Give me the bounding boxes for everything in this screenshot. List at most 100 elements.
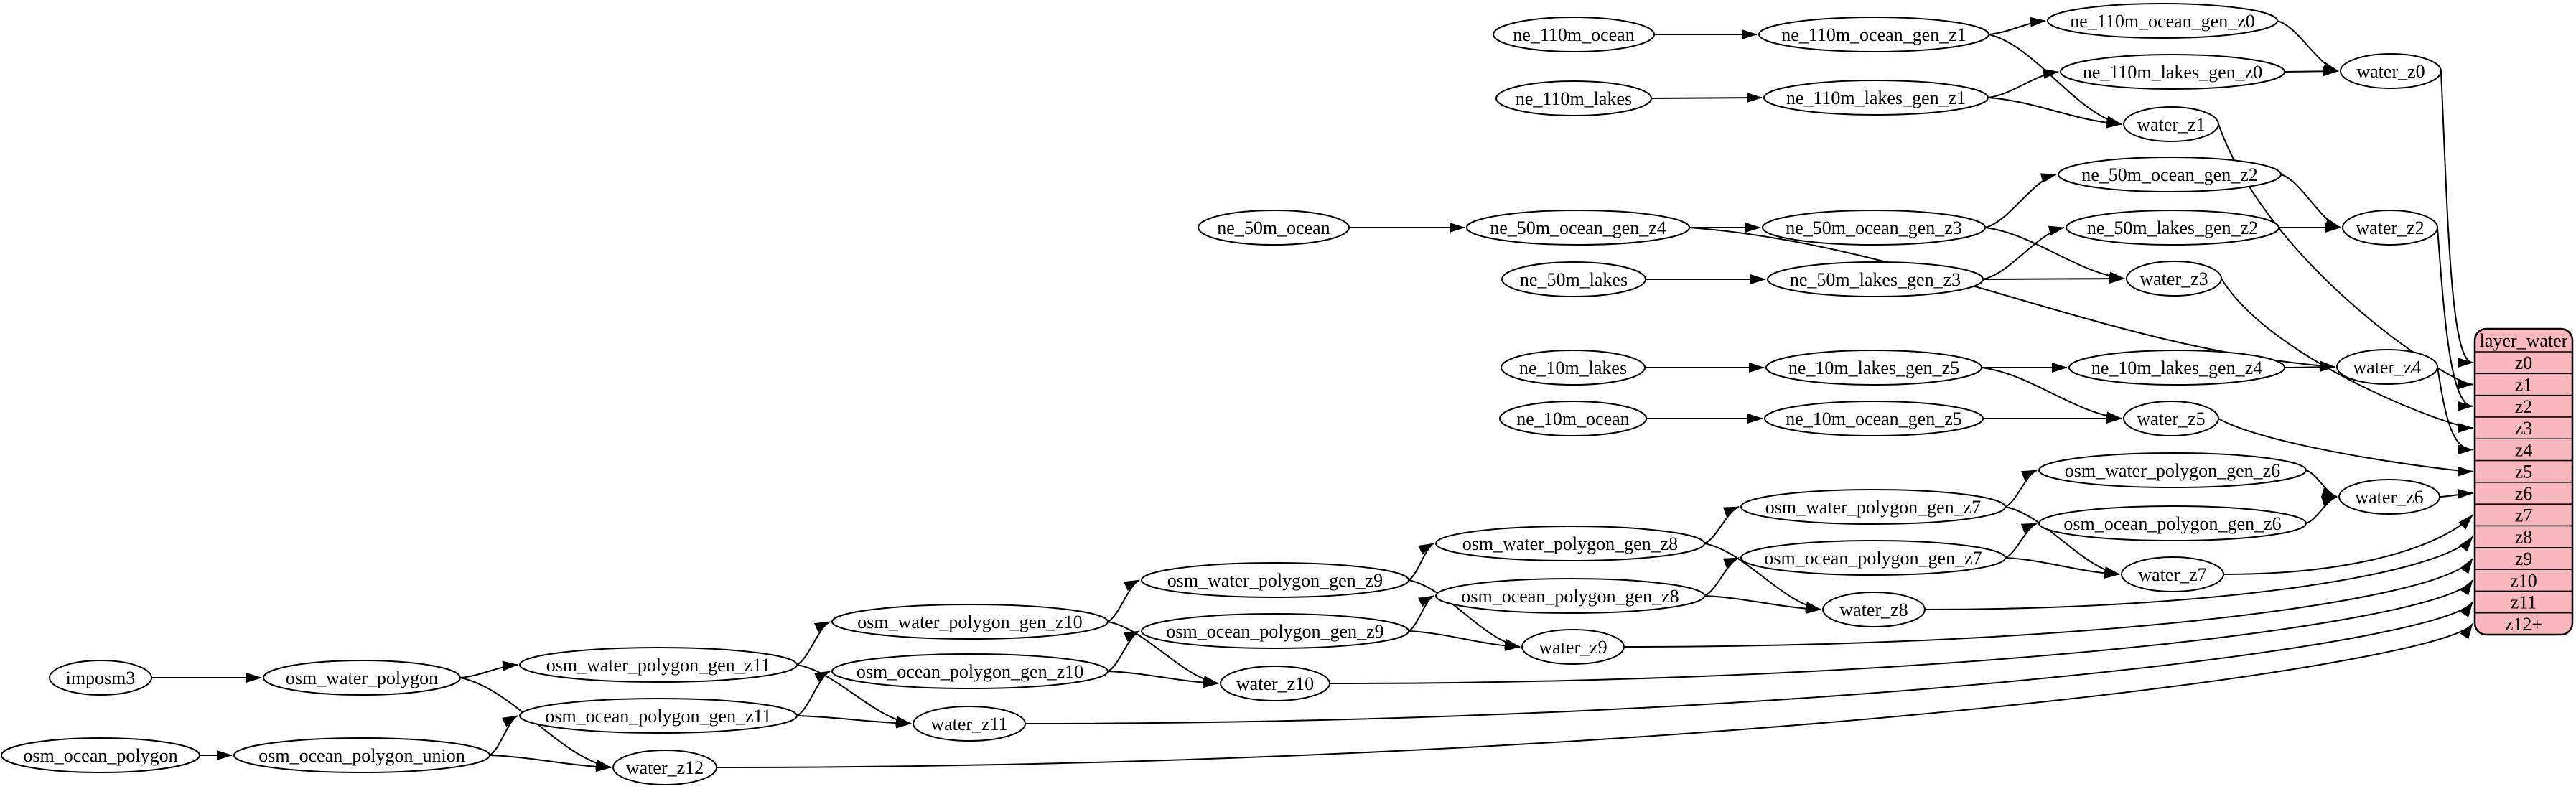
edge-osm_ocean_polygon_gen_z8-to-water_z8 xyxy=(1704,595,1821,615)
node-shape-osm_ocean_polygon_gen_z9 xyxy=(1141,613,1409,649)
node-label-osm_ocean_polygon_union: osm_ocean_polygon_union xyxy=(258,745,465,766)
edge-ne_50m_ocean_gen_z3-to-water_z3 xyxy=(1984,227,2125,282)
node-shape-ne_50m_ocean_gen_z3 xyxy=(1762,210,1986,246)
layer-water-row-z8: z8 xyxy=(2515,527,2533,548)
edge-osm_water_polygon_gen_z7-to-osm_water_polygon_gen_z6 xyxy=(2005,470,2038,508)
node-osm_water_polygon_gen_z6: osm_water_polygon_gen_z6 xyxy=(2038,452,2307,488)
node-ne_50m_lakes_gen_z2: ne_50m_lakes_gen_z2 xyxy=(2066,210,2279,246)
node-shape-water_z1 xyxy=(2123,106,2219,142)
node-label-water_z10: water_z10 xyxy=(1236,673,1314,694)
node-osm_ocean_polygon_gen_z10: osm_ocean_polygon_gen_z10 xyxy=(831,653,1109,689)
node-ne_110m_lakes_gen_z0: ne_110m_lakes_gen_z0 xyxy=(2060,54,2285,90)
node-label-ne_110m_ocean: ne_110m_ocean xyxy=(1513,24,1634,45)
node-label-osm_ocean_polygon: osm_ocean_polygon xyxy=(23,745,177,766)
node-ne_10m_ocean_gen_z5: ne_10m_ocean_gen_z5 xyxy=(1764,401,1984,436)
node-water_z11: water_z11 xyxy=(913,706,1026,742)
node-label-osm_water_polygon_gen_z7: osm_water_polygon_gen_z7 xyxy=(1765,497,1981,518)
node-shape-ne_110m_ocean xyxy=(1493,17,1655,52)
edge-osm_ocean_polygon_gen_z9-to-water_z9 xyxy=(1408,630,1521,651)
node-shape-imposm3 xyxy=(49,660,152,696)
node-label-ne_50m_lakes_gen_z3: ne_50m_lakes_gen_z3 xyxy=(1790,269,1961,290)
node-shape-osm_ocean_polygon_gen_z11 xyxy=(519,698,798,734)
edge-osm_water_polygon-to-osm_water_polygon_gen_z11 xyxy=(459,660,518,678)
node-ne_50m_ocean_gen_z2: ne_50m_ocean_gen_z2 xyxy=(2058,157,2282,192)
edge-osm_ocean_polygon_gen_z9-to-osm_ocean_polygon_gen_z8 xyxy=(1408,595,1434,632)
node-shape-ne_110m_ocean_gen_z1 xyxy=(1758,17,1989,52)
edge-ne_50m_ocean_gen_z2-to-water_z2 xyxy=(2280,174,2341,228)
edge-osm_ocean_polygon_gen_z10-to-water_z10 xyxy=(1107,671,1219,688)
node-shape-water_z5 xyxy=(2123,401,2219,436)
layer-water-row-z2: z2 xyxy=(2515,396,2533,417)
node-ne_110m_lakes: ne_110m_lakes xyxy=(1495,80,1652,116)
layer-water-row-z12+: z12+ xyxy=(2505,614,2542,635)
node-label-water_z8: water_z8 xyxy=(1839,599,1908,620)
node-label-ne_110m_lakes: ne_110m_lakes xyxy=(1516,88,1632,109)
node-shape-water_z12 xyxy=(612,750,717,785)
node-label-ne_10m_lakes_gen_z5: ne_10m_lakes_gen_z5 xyxy=(1788,358,1959,378)
edge-water_z10-to-layer_water-z10 xyxy=(1329,579,2473,684)
node-shape-water_z2 xyxy=(2342,210,2438,246)
edge-osm_ocean_polygon_union-to-water_z12 xyxy=(489,755,612,772)
node-shape-osm_water_polygon_gen_z6 xyxy=(2038,452,2307,488)
edges-layer xyxy=(151,17,2473,772)
layer-water-row-z7: z7 xyxy=(2515,505,2533,526)
node-shape-osm_ocean_polygon_union xyxy=(233,737,490,773)
node-shape-ne_10m_lakes_gen_z5 xyxy=(1765,350,1982,386)
node-shape-water_z10 xyxy=(1220,666,1330,701)
node-label-osm_ocean_polygon_gen_z8: osm_ocean_polygon_gen_z8 xyxy=(1461,586,1679,607)
layer-water-row-z1: z1 xyxy=(2515,374,2533,395)
node-label-ne_50m_ocean: ne_50m_ocean xyxy=(1217,218,1330,238)
layer-water-row-z4: z4 xyxy=(2515,439,2533,460)
node-shape-ne_50m_ocean_gen_z4 xyxy=(1466,210,1690,246)
node-osm_water_polygon_gen_z9: osm_water_polygon_gen_z9 xyxy=(1141,562,1409,598)
node-shape-ne_110m_lakes_gen_z0 xyxy=(2060,54,2285,90)
node-ne_10m_lakes_gen_z5: ne_10m_lakes_gen_z5 xyxy=(1765,350,1982,386)
node-shape-ne_50m_lakes xyxy=(1501,261,1646,297)
node-label-osm_water_polygon_gen_z9: osm_water_polygon_gen_z9 xyxy=(1167,570,1383,591)
edge-water_z0-to-layer_water-z0 xyxy=(2440,70,2473,368)
layer-water-row-z5: z5 xyxy=(2515,462,2533,482)
node-label-ne_110m_ocean_gen_z1: ne_110m_ocean_gen_z1 xyxy=(1781,24,1966,45)
edge-water_z8-to-layer_water-z8 xyxy=(1924,536,2473,610)
edge-osm_ocean_polygon_gen_z10-to-osm_ocean_polygon_gen_z9 xyxy=(1107,630,1140,672)
edge-ne_110m_lakes_gen_z1-to-water_z1 xyxy=(1987,97,2122,129)
edge-water_z2-to-layer_water-z2 xyxy=(2437,227,2473,411)
layer-water-table: layer_waterz0z1z2z3z4z5z6z7z8z9z10z11z12… xyxy=(2473,327,2574,636)
edge-ne_10m_lakes_gen_z4-to-water_z4 xyxy=(2284,362,2335,373)
node-ne_50m_lakes: ne_50m_lakes xyxy=(1501,261,1646,297)
edge-water_z5-to-layer_water-z5 xyxy=(2218,418,2473,477)
node-water_z0: water_z0 xyxy=(2340,53,2442,89)
node-shape-osm_ocean_polygon_gen_z8 xyxy=(1435,578,1705,614)
edge-water_z12-to-layer_water-z12+ xyxy=(716,623,2473,768)
edge-ne_50m_ocean_gen_z4-to-water_z4 xyxy=(1689,227,2335,371)
node-label-ne_10m_ocean_gen_z5: ne_10m_ocean_gen_z5 xyxy=(1786,408,1961,429)
node-osm_ocean_polygon: osm_ocean_polygon xyxy=(1,737,200,773)
node-label-water_z2: water_z2 xyxy=(2356,218,2424,238)
node-shape-osm_ocean_polygon_gen_z10 xyxy=(831,653,1109,689)
node-label-water_z0: water_z0 xyxy=(2356,61,2425,82)
node-shape-water_z7 xyxy=(2121,556,2224,592)
node-label-water_z7: water_z7 xyxy=(2138,564,2206,585)
edge-osm_ocean_polygon_gen_z7-to-osm_ocean_polygon_gen_z6 xyxy=(2005,523,2038,559)
edge-osm_ocean_polygon_union-to-osm_ocean_polygon_gen_z11 xyxy=(489,715,518,756)
node-label-osm_water_polygon_gen_z11: osm_water_polygon_gen_z11 xyxy=(546,655,770,676)
node-label-ne_50m_ocean_gen_z3: ne_50m_ocean_gen_z3 xyxy=(1786,218,1961,238)
node-shape-water_z4 xyxy=(2336,349,2438,385)
node-label-ne_10m_ocean: ne_10m_ocean xyxy=(1516,408,1629,429)
node-label-ne_50m_ocean_gen_z4: ne_50m_ocean_gen_z4 xyxy=(1490,218,1666,238)
node-water_z12: water_z12 xyxy=(612,750,717,785)
node-label-ne_110m_lakes_gen_z0: ne_110m_lakes_gen_z0 xyxy=(2083,62,2262,83)
node-ne_50m_lakes_gen_z3: ne_50m_lakes_gen_z3 xyxy=(1767,261,1984,297)
node-shape-osm_water_polygon_gen_z10 xyxy=(831,604,1109,640)
node-shape-ne_10m_ocean xyxy=(1499,401,1647,436)
node-label-osm_water_polygon_gen_z6: osm_water_polygon_gen_z6 xyxy=(2065,460,2280,481)
layer-water-title: layer_water xyxy=(2480,330,2568,351)
node-ne_10m_ocean: ne_10m_ocean xyxy=(1499,401,1647,436)
edge-water_z7-to-layer_water-z7 xyxy=(2223,514,2473,575)
node-label-osm_ocean_polygon_gen_z11: osm_ocean_polygon_gen_z11 xyxy=(545,706,771,727)
node-osm_water_polygon_gen_z8: osm_water_polygon_gen_z8 xyxy=(1435,526,1705,561)
node-shape-osm_water_polygon_gen_z9 xyxy=(1141,562,1409,598)
node-ne_50m_ocean: ne_50m_ocean xyxy=(1198,210,1350,246)
node-label-ne_110m_ocean_gen_z0: ne_110m_ocean_gen_z0 xyxy=(2070,11,2255,32)
node-shape-ne_110m_lakes_gen_z1 xyxy=(1763,80,1989,116)
